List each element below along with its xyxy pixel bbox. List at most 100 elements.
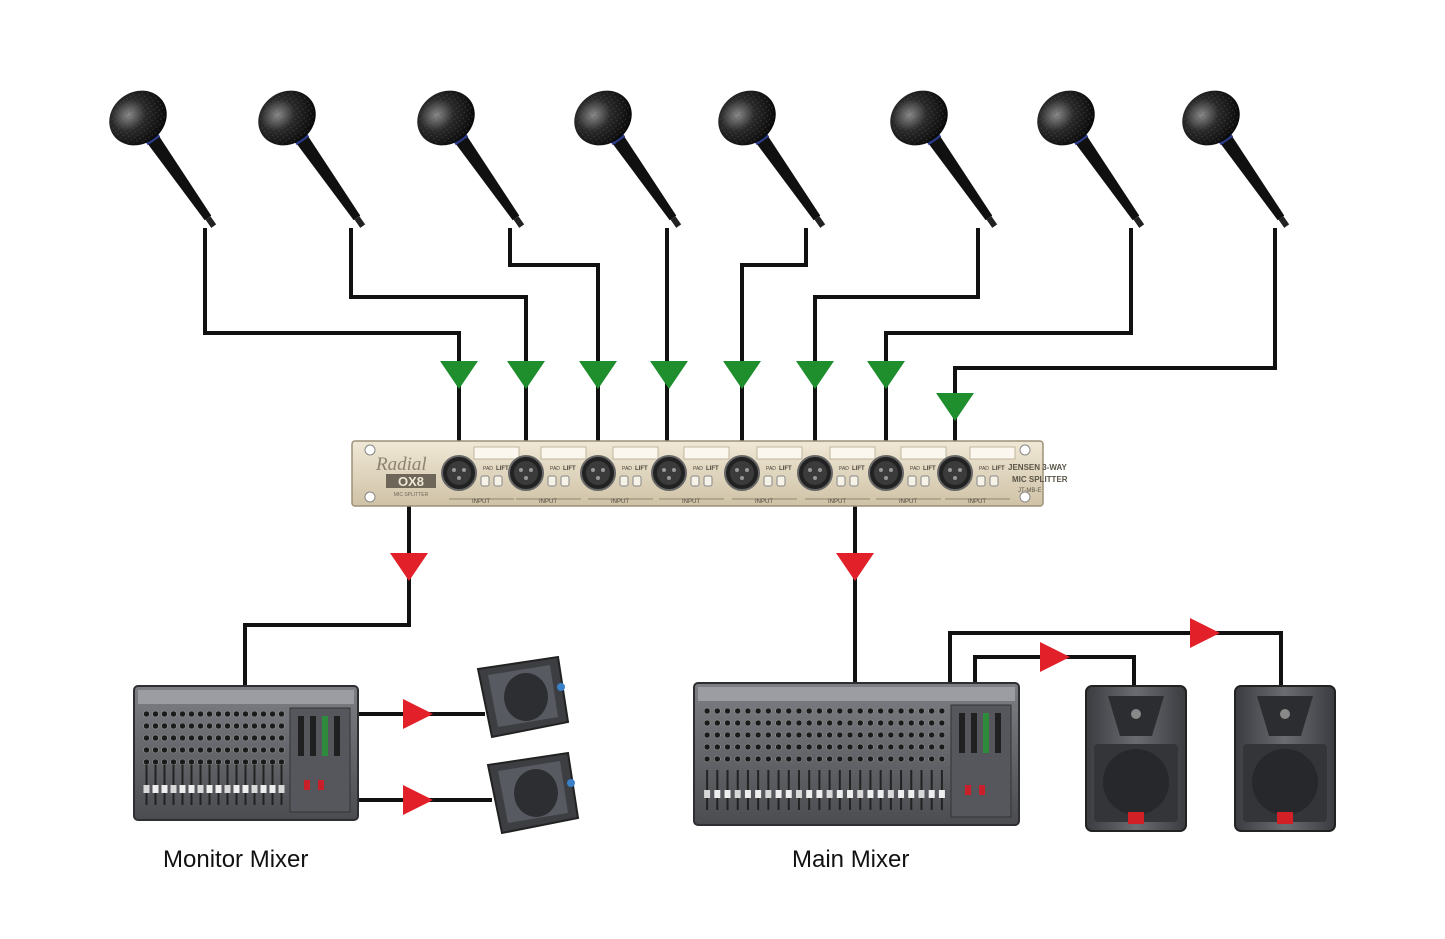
mixer-knob: [260, 758, 267, 766]
mixer-knob: [224, 722, 231, 730]
fader-cap: [908, 790, 915, 798]
fader-cap: [714, 790, 721, 798]
mixer-knob: [908, 755, 915, 763]
mixer-knob: [805, 743, 813, 751]
channel-label-strip: [900, 446, 947, 460]
fader-cap: [755, 790, 762, 798]
meter-bar: [983, 713, 989, 753]
xlr-pin: [529, 468, 533, 472]
fader-cap: [918, 790, 925, 798]
fader-cap: [785, 790, 792, 798]
mixer-knob: [795, 755, 803, 763]
fader-cap: [260, 785, 267, 793]
mixer-knob: [170, 758, 177, 766]
mixer-knob: [260, 722, 267, 730]
mixer-knob: [734, 707, 741, 715]
mixer-knob: [197, 734, 204, 742]
mixer-knob: [816, 719, 823, 727]
lift-label: LIFT: [496, 466, 509, 472]
xlr-pin: [948, 468, 952, 472]
xlr-pin: [808, 468, 812, 472]
mixer-knob: [260, 734, 267, 742]
pad-label: PAD: [766, 466, 776, 472]
input-label: INPUT: [539, 499, 557, 505]
wedge-driver: [504, 673, 548, 721]
xlr-pin: [667, 476, 671, 480]
channel-label-strip: [540, 446, 587, 460]
mixer-knob: [897, 707, 905, 715]
mixer-knob: [215, 710, 222, 718]
fader-cap: [898, 790, 905, 798]
mixer-knob: [816, 743, 823, 751]
lift-switch: [920, 475, 930, 487]
mixer-knob: [785, 707, 793, 715]
mixer-knob: [867, 731, 874, 739]
mixer-knob: [703, 719, 711, 727]
fader-cap: [152, 785, 159, 793]
xlr-pin: [745, 468, 749, 472]
mixer-knob: [714, 755, 721, 763]
mixer-knob: [179, 746, 186, 754]
microphone-icon: [258, 90, 366, 228]
pa-logo-badge: [1277, 812, 1293, 824]
mixer-knob: [714, 707, 721, 715]
mixer-knob: [785, 719, 793, 727]
xlr-jack-inner: [803, 461, 827, 485]
model-label: OX8: [398, 474, 424, 489]
fader-cap: [179, 785, 186, 793]
meter-bar: [971, 713, 977, 753]
mixer-knob: [856, 707, 864, 715]
mixer-knob: [826, 707, 833, 715]
mixer-knob: [846, 743, 854, 751]
xlr-pin: [662, 468, 666, 472]
lift-label: LIFT: [992, 466, 1005, 472]
input-arrow-icon: [440, 361, 478, 389]
fader-cap: [826, 790, 833, 798]
meter-bar: [298, 716, 304, 756]
pad-switch: [480, 475, 490, 487]
mixer-knob: [197, 710, 204, 718]
mixer-knob: [714, 719, 721, 727]
transformer-line-3: JT-MB-E: [1018, 488, 1041, 494]
mixer-knob: [724, 731, 731, 739]
mixer-knob: [724, 743, 731, 751]
pa-tweeter: [1131, 709, 1141, 719]
mic-connector: [670, 216, 682, 228]
mixer-knob: [918, 731, 925, 739]
input-arrow-icon: [650, 361, 688, 389]
input-arrow-icon: [507, 361, 545, 389]
microphone-icon: [574, 90, 682, 228]
mixer-knob: [197, 758, 204, 766]
mic-cable: [203, 228, 461, 473]
pad-switch: [763, 475, 773, 487]
xlr-jack-inner: [730, 461, 754, 485]
mixer-knob: [897, 719, 905, 727]
mixer-knob: [206, 722, 213, 730]
mixer-knob: [744, 743, 752, 751]
mixer-knob: [846, 707, 854, 715]
lift-switch: [989, 475, 999, 487]
mixer-knob: [928, 707, 935, 715]
mixer-knob: [887, 731, 895, 739]
lift-label: LIFT: [635, 466, 648, 472]
mixer-knob: [188, 758, 195, 766]
mic-mesh: [720, 92, 774, 144]
mic-cable: [508, 228, 600, 473]
mixer-knob: [703, 755, 711, 763]
microphone-icon: [718, 90, 826, 228]
mixer-knob: [867, 719, 874, 727]
mixer-top-strip: [138, 690, 354, 704]
lift-switch: [493, 475, 503, 487]
mixer-knob: [233, 710, 240, 718]
mixer-knob: [826, 755, 833, 763]
fader-cap: [775, 790, 782, 798]
pa-logo-badge: [1128, 812, 1144, 824]
mixer-knob: [744, 731, 752, 739]
pa-speaker-icon: [1085, 685, 1187, 832]
input-label: INPUT: [828, 499, 846, 505]
mixer-knob: [836, 731, 844, 739]
